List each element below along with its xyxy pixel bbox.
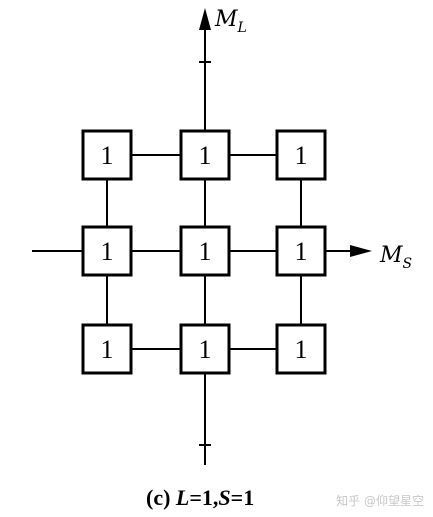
grid-cell-box <box>275 323 327 375</box>
grid-cell-value: 1 <box>295 237 308 266</box>
ms-axis-arrowhead <box>350 245 372 257</box>
grid-cell-value: 1 <box>101 335 114 364</box>
grid-cell-value: 1 <box>101 237 114 266</box>
grid-cell: 1 <box>179 323 231 375</box>
grid-cell: 1 <box>81 225 133 277</box>
grid-cell-box <box>81 323 133 375</box>
grid-cell-value: 1 <box>101 141 114 170</box>
ms-axis-label: MS <box>379 243 412 272</box>
ml-axis-label: ML <box>214 7 247 36</box>
ml-axis-arrowhead <box>199 8 211 30</box>
grid-cell-box <box>81 225 133 277</box>
grid-cell: 1 <box>275 129 327 181</box>
grid-cell: 1 <box>275 323 327 375</box>
grid-cell-box <box>275 225 327 277</box>
grid-cell-box <box>275 129 327 181</box>
grid-cell-box <box>81 129 133 181</box>
watermark: 知乎 @仰望星空 <box>336 493 424 508</box>
figure-caption: (c) L=1,S=1 <box>146 485 254 510</box>
grid-cell: 1 <box>81 129 133 181</box>
grid-cell: 1 <box>275 225 327 277</box>
grid-cell-value: 1 <box>199 335 212 364</box>
grid-cell-box <box>179 225 231 277</box>
grid-cell-value: 1 <box>199 141 212 170</box>
grid-cell-value: 1 <box>295 141 308 170</box>
grid-cell-value: 1 <box>295 335 308 364</box>
grid-cell: 1 <box>179 225 231 277</box>
grid-cell-box <box>179 129 231 181</box>
grid-cell-value: 1 <box>199 237 212 266</box>
grid-cell-box <box>179 323 231 375</box>
grid-cell: 1 <box>81 323 133 375</box>
grid-cell: 1 <box>179 129 231 181</box>
grid-connectors <box>106 154 302 350</box>
grid-cells: 1 1 1 1 1 1 1 1 <box>81 129 327 375</box>
